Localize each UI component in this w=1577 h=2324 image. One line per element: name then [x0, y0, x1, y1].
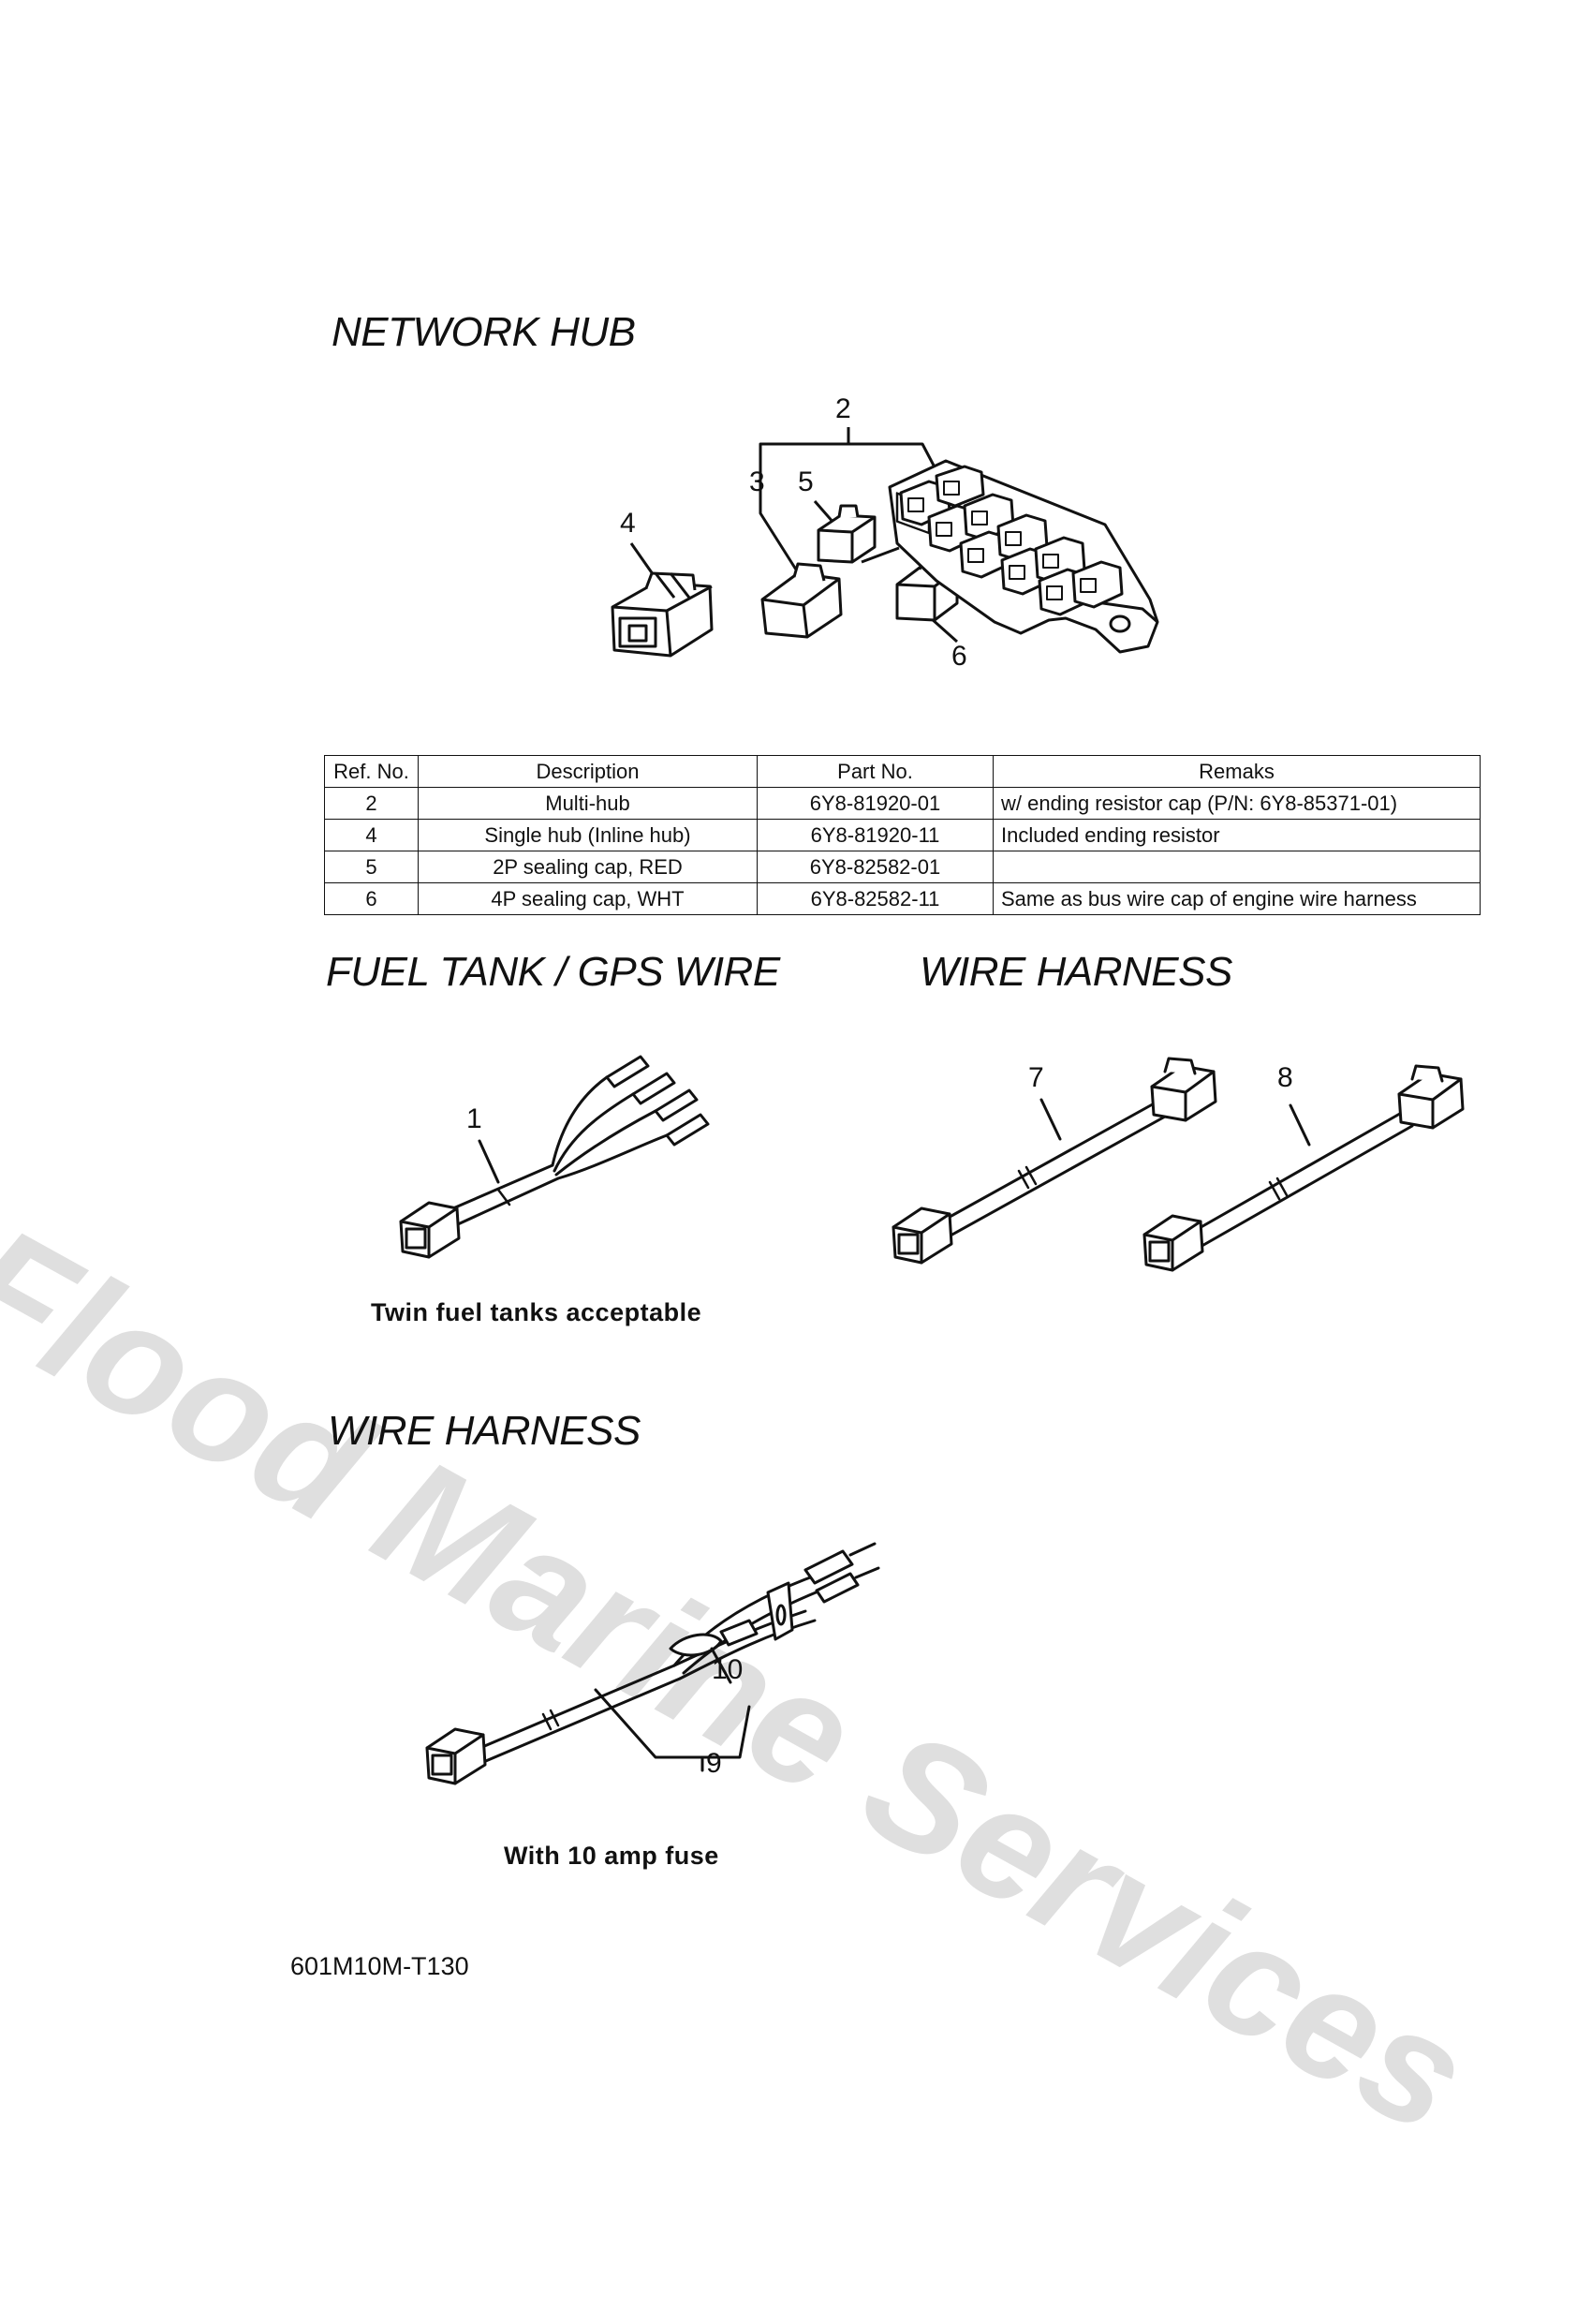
ref-no-cell: 4	[324, 819, 419, 851]
callout-9: 9	[706, 1748, 722, 1779]
heading-network-hub: NETWORK HUB	[332, 309, 636, 355]
callout-10: 10	[712, 1654, 744, 1685]
ref-no-cell: 5	[324, 851, 419, 883]
table-header-cell: Ref. No.	[324, 755, 419, 788]
remarks-cell	[993, 851, 1481, 883]
callout-6: 6	[951, 641, 967, 672]
table-row: 5 2P sealing cap, RED 6Y8-82582-01	[324, 851, 1481, 883]
table-header-row: Ref. No. Description Part No. Remaks	[324, 755, 1481, 788]
description-cell: Multi-hub	[418, 787, 758, 820]
ref-no-cell: 6	[324, 882, 419, 915]
connector-part-3	[760, 562, 843, 639]
callout-5: 5	[798, 466, 814, 497]
callout-1: 1	[466, 1103, 482, 1134]
heading-wire-harness-bottom: WIRE HARNESS	[328, 1408, 641, 1454]
caption-twin-fuel-tanks: Twin fuel tanks acceptable	[371, 1298, 702, 1326]
description-cell: 4P sealing cap, WHT	[418, 882, 758, 915]
sealing-cap-2p-part	[817, 504, 877, 564]
heading-wire-harness-right: WIRE HARNESS	[920, 949, 1232, 995]
part-no-cell: 6Y8-81920-11	[757, 819, 994, 851]
remarks-cell: w/ ending resistor cap (P/N: 6Y8-85371-0…	[993, 787, 1481, 820]
multi-hub-part	[888, 459, 1159, 654]
part-no-cell: 6Y8-81920-01	[757, 787, 994, 820]
callout-3: 3	[749, 466, 765, 497]
parts-table: Ref. No. Description Part No. Remaks 2 M…	[324, 755, 1481, 915]
callout-7: 7	[1028, 1062, 1044, 1093]
callout-4: 4	[620, 508, 636, 539]
table-row: 2 Multi-hub 6Y8-81920-01 w/ ending resis…	[324, 787, 1481, 820]
table-header-cell: Remaks	[993, 755, 1481, 788]
wire-harness-fuse-diagram	[425, 1542, 880, 1785]
ref-no-cell: 2	[324, 787, 419, 820]
remarks-cell: Same as bus wire cap of engine wire harn…	[993, 882, 1481, 915]
heading-fuel-tank-gps-wire: FUEL TANK / GPS WIRE	[326, 949, 780, 995]
network-hub-diagram	[611, 427, 1159, 658]
fuel-tank-gps-wire-part	[399, 1055, 710, 1259]
single-hub-part	[611, 571, 714, 658]
description-cell: 2P sealing cap, RED	[418, 851, 758, 883]
callout-8: 8	[1277, 1062, 1293, 1093]
part-no-cell: 6Y8-82582-11	[757, 882, 994, 915]
table-header-cell: Description	[418, 755, 758, 788]
table-row: 4 Single hub (Inline hub) 6Y8-81920-11 I…	[324, 819, 1481, 851]
description-cell: Single hub (Inline hub)	[418, 819, 758, 851]
page-code: 601M10M-T130	[290, 1952, 469, 1980]
wire-drawings-middle	[399, 1055, 1465, 1272]
table-row: 6 4P sealing cap, WHT 6Y8-82582-11 Same …	[324, 882, 1481, 915]
callout-2: 2	[835, 393, 851, 424]
remarks-cell: Included ending resistor	[993, 819, 1481, 851]
caption-with-10-amp-fuse: With 10 amp fuse	[504, 1842, 719, 1870]
table-header-cell: Part No.	[757, 755, 994, 788]
part-no-cell: 6Y8-82582-01	[757, 851, 994, 883]
wire-harness-part-8	[1142, 1064, 1465, 1272]
wire-harness-part-7	[892, 1057, 1217, 1265]
